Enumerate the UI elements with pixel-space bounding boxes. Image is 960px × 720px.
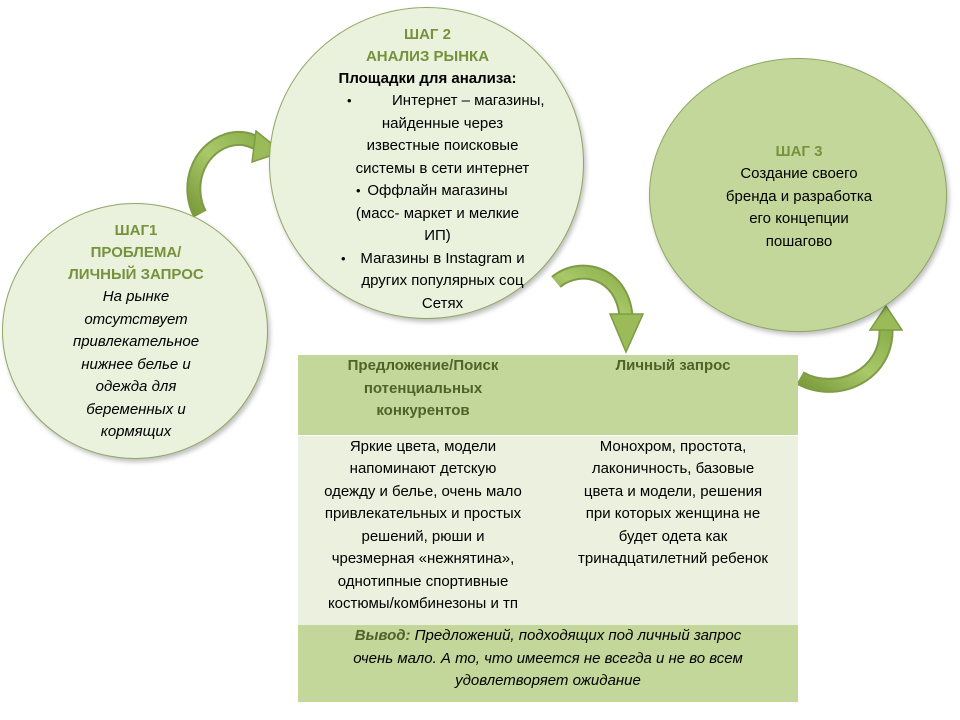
bullet-line: Магазины в Instagram и <box>360 249 525 267</box>
arrow-table-to-step3 <box>796 304 904 393</box>
cell-personal-request: Монохром, простота, лаконичность, базовы… <box>548 435 798 625</box>
step1-text-line: На рынке <box>102 288 170 305</box>
conclusion-line: Вывод: Предложений, подходящих под личны… <box>298 625 798 648</box>
step1-title: ШАГ1 <box>114 222 158 239</box>
step1-description: На рынке отсутствует привлекательное ниж… <box>43 286 229 444</box>
cell-line: напоминают детскую <box>349 460 497 477</box>
cell-line: цвета и модели, решения <box>583 482 763 500</box>
cell-line: костюмы/комбинезоны и тп <box>327 595 519 612</box>
header-line: Предложение/Поиск <box>347 357 499 374</box>
bullet-icon: • <box>347 93 352 108</box>
cell-line: при которых женщина не <box>585 505 761 522</box>
header-line: потенциальных <box>363 379 483 397</box>
conclusion-cell: Вывод: Предложений, подходящих под личны… <box>298 625 798 702</box>
bullet-item-instagram-stores: • Магазины в Instagram и других популярн… <box>270 248 585 316</box>
cell-line: тринадцатилетний ребенок <box>578 550 768 567</box>
bullet-icon: • <box>356 183 361 198</box>
cell-line: лаконичность, базовые <box>591 460 755 477</box>
conclusion-label: Вывод: <box>354 627 411 644</box>
step1-text-line: беременных и <box>86 400 186 418</box>
column-header-personal-request: Личный запрос <box>548 355 798 436</box>
step3-text-line: пошагово <box>765 232 833 250</box>
arrow-step2-to-table <box>551 264 645 354</box>
step1-subtitle-line2: ЛИЧНЫЙ ЗАПРОС <box>68 266 204 283</box>
step3-title: ШАГ 3 <box>775 143 823 160</box>
step1-circle: ШАГ1 ПРОБЛЕМА/ ЛИЧНЫЙ ЗАПРОС На рынке от… <box>2 203 268 459</box>
column-header-competitors: Предложение/Поиск потенциальных конкурен… <box>298 355 548 436</box>
step1-text-line: одежда для <box>95 378 177 395</box>
bullet-line: Оффлайн магазины <box>367 182 508 199</box>
conclusion-line: удовлетворяет ожидание <box>455 672 641 689</box>
cell-line: однотипные спортивные <box>337 572 509 590</box>
table-header-row: Предложение/Поиск потенциальных конкурен… <box>298 355 798 436</box>
bullet-line: ИП) <box>424 227 451 244</box>
cell-line: Яркие цвета, модели <box>349 437 497 455</box>
cell-line: решений, рюши и <box>361 527 485 545</box>
step3-text-line: Создание своего <box>740 165 858 182</box>
header-line: конкурентов <box>376 402 470 419</box>
bullet-line: известные поисковые <box>366 137 519 154</box>
step3-circle: ШАГ 3 Создание своего бренда и разработк… <box>649 58 947 332</box>
cell-competitors: Яркие цвета, модели напоминают детскую о… <box>298 435 548 625</box>
bullet-line: Сетях <box>421 294 464 312</box>
step2-title: ШАГ 2 <box>404 26 451 43</box>
header-line: Личный запрос <box>615 357 731 374</box>
step2-circle: ШАГ 2 АНАЛИЗ РЫНКА Площадки для анализа:… <box>269 7 584 319</box>
cell-line: одежду и белье, очень мало <box>324 482 522 500</box>
conclusion-line: очень мало. А то, что имеется не всегда … <box>353 649 743 667</box>
bullet-line: (масс- маркет и мелкие <box>355 204 520 222</box>
conclusion-row: Вывод: Предложений, подходящих под личны… <box>298 625 798 702</box>
cell-line: чрезмерная «нежнятина», <box>331 550 515 567</box>
cell-line: будет одета как <box>618 527 728 545</box>
cell-line: привлекательных и простых <box>324 505 522 522</box>
comparison-table: Предложение/Поиск потенциальных конкурен… <box>298 355 798 702</box>
bullet-item-online-stores: • Интернет – магазины, найденные через и… <box>270 90 585 180</box>
step1-text-line: кормящих <box>100 423 172 440</box>
bullet-icon: • <box>341 250 346 266</box>
step3-text-line: бренда и разработка <box>725 187 873 205</box>
cell-line: Монохром, простота, <box>599 437 747 455</box>
step1-subtitle-line1: ПРОБЛЕМА/ <box>90 244 182 261</box>
step2-bullet-list: • Интернет – магазины, найденные через и… <box>270 90 585 315</box>
step1-text-line: нижнее белье и <box>81 355 191 373</box>
bullet-line: системы в сети интернет <box>355 159 530 177</box>
step1-text-line: отсутствует <box>84 310 188 328</box>
bullet-line: найденные через <box>381 114 504 132</box>
conclusion-text: Предложений, подходящих под личный запро… <box>410 627 742 644</box>
bullet-line: других популярных соц <box>361 272 524 289</box>
step3-text-line: его концепции <box>749 210 849 227</box>
step1-text-line: привлекательное <box>72 333 200 350</box>
step2-heading: Площадки для анализа: <box>338 70 517 87</box>
step2-subtitle: АНАЛИЗ РЫНКА <box>365 48 490 65</box>
table-row: Яркие цвета, модели напоминают детскую о… <box>298 435 798 625</box>
bullet-item-offline-stores: • Оффлайн магазины (масс- маркет и мелки… <box>270 180 585 248</box>
bullet-line: Интернет – магазины, <box>392 92 545 109</box>
